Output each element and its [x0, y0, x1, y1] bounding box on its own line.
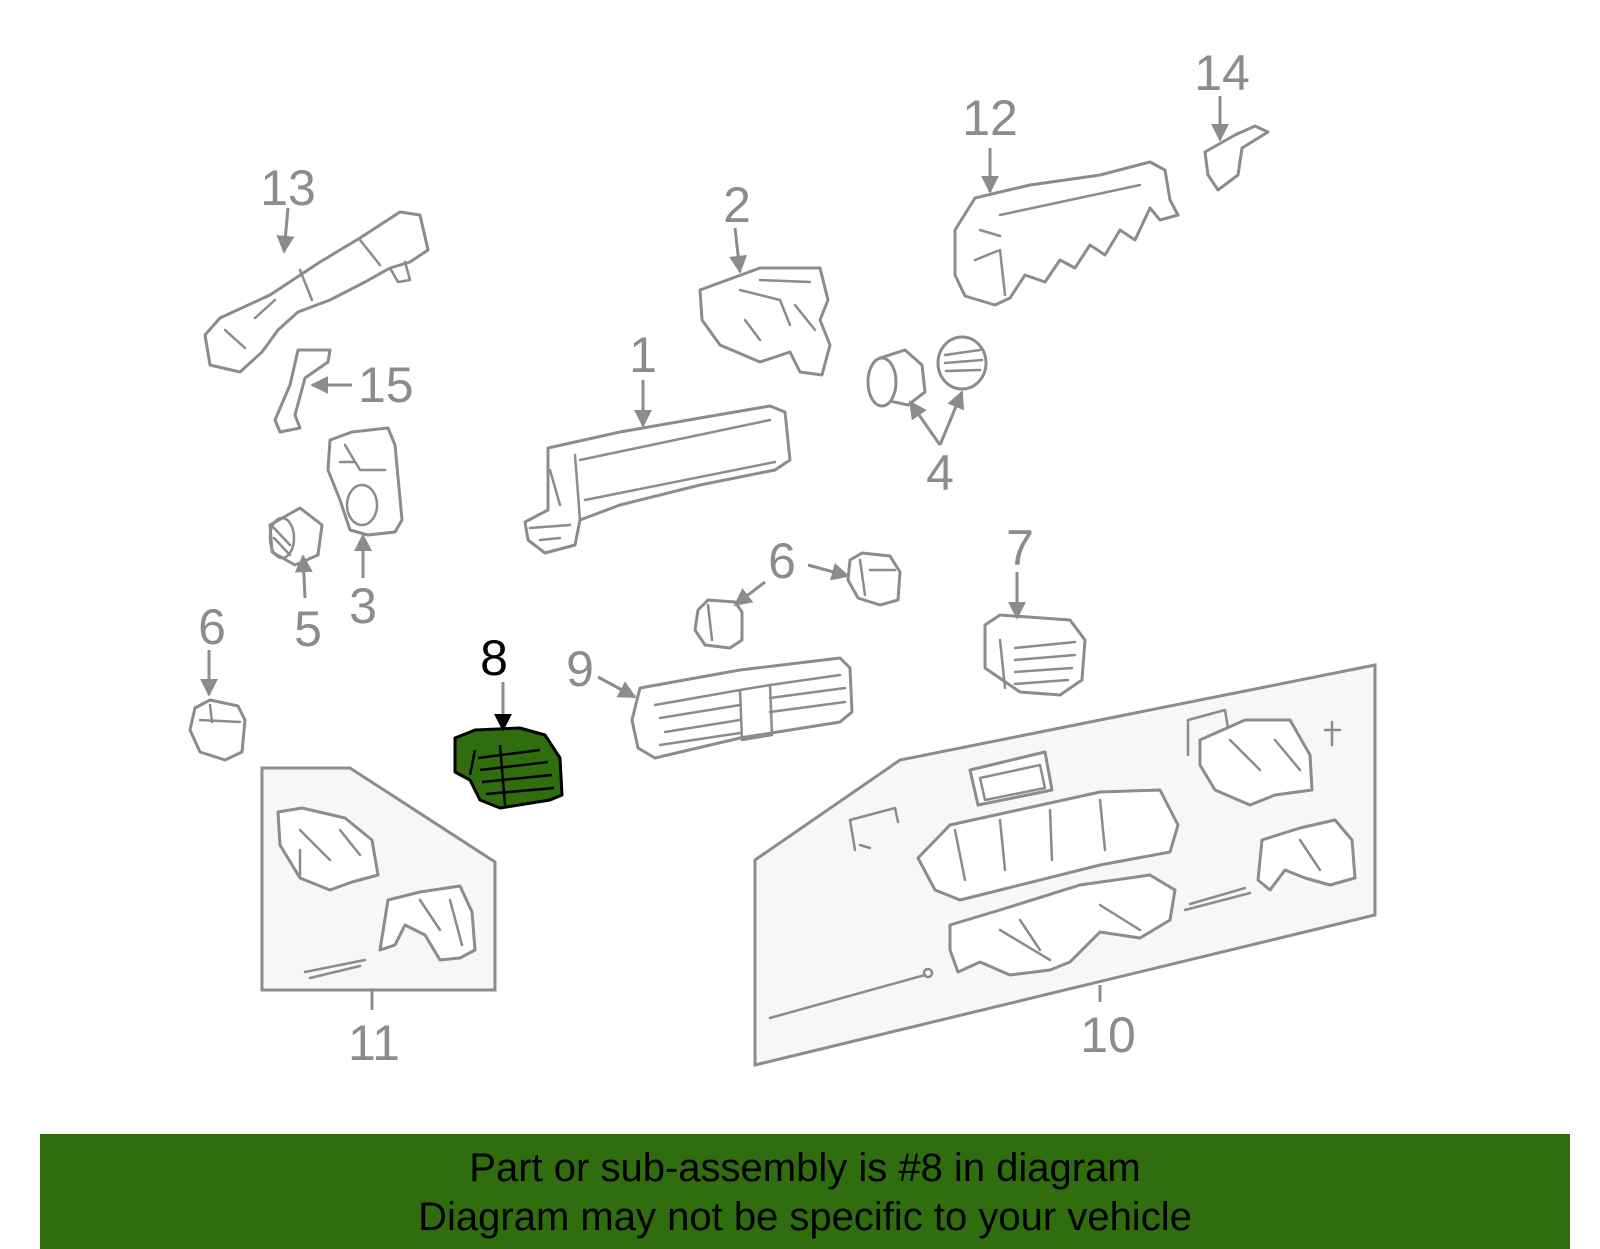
leader-lines [200, 96, 1229, 1010]
label-1: 1 [629, 327, 657, 383]
label-6-left: 6 [198, 599, 226, 655]
label-4: 4 [926, 445, 954, 501]
part-12-long-duct[interactable] [953, 160, 1180, 307]
label-3: 3 [349, 578, 377, 634]
part-5-round-vent[interactable] [268, 506, 324, 567]
label-8: 8 [480, 630, 508, 686]
label-14: 14 [1194, 45, 1250, 101]
part-9-center-vent[interactable] [630, 656, 854, 760]
part-3-vent-housing[interactable] [326, 426, 404, 537]
part-2-duct-assembly[interactable] [698, 266, 832, 377]
label-5: 5 [294, 601, 322, 657]
part-4-round-grille[interactable] [936, 335, 988, 391]
label-15: 15 [358, 357, 414, 413]
part-15-bracket[interactable] [273, 348, 332, 434]
label-13: 13 [260, 160, 316, 216]
label-10: 10 [1080, 1007, 1136, 1063]
part-14-bracket[interactable] [1203, 124, 1270, 192]
panel-10-assembly[interactable] [753, 663, 1377, 1067]
label-11: 11 [348, 1015, 400, 1071]
banner-line-part: Part or sub-assembly is #8 in diagram [469, 1146, 1141, 1190]
label-2: 2 [723, 177, 751, 233]
label-12: 12 [962, 90, 1018, 146]
parts-diagram: 13 15 5 3 6 1 2 4 12 14 6 7 9 8 11 10 [188, 45, 1377, 1071]
panel-11-assembly[interactable] [260, 766, 497, 992]
part-13-duct[interactable] [203, 210, 430, 374]
banner-line-disclaimer: Diagram may not be specific to your vehi… [418, 1195, 1192, 1239]
part-7-vent[interactable] [983, 613, 1087, 697]
part-4-cylinder-vent[interactable] [866, 348, 927, 408]
part-6-clip-center-b[interactable] [846, 551, 902, 607]
part-6-clip-center-a[interactable] [693, 598, 744, 650]
part-8-vent-highlighted[interactable] [453, 726, 564, 810]
label-6-center: 6 [768, 533, 796, 589]
label-9: 9 [566, 641, 594, 697]
info-banner: Part or sub-assembly is #8 in diagram Di… [40, 1134, 1570, 1249]
part-1-main-duct[interactable] [523, 404, 792, 555]
label-7: 7 [1006, 520, 1034, 576]
callout-labels: 13 15 5 3 6 1 2 4 12 14 6 7 9 8 11 10 [198, 45, 1250, 1071]
part-6-clip-left[interactable] [188, 698, 247, 762]
